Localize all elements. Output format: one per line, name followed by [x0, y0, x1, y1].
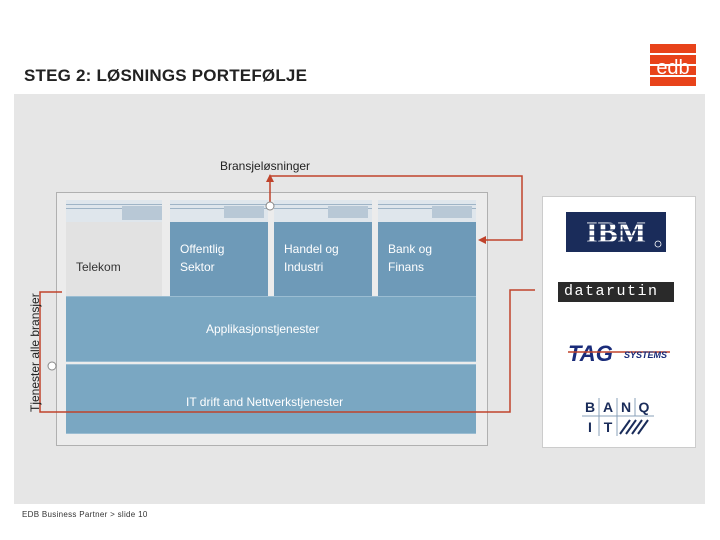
side-label: Tjenester alle bransjer: [28, 293, 42, 412]
datarutin-logo: datarutin: [558, 282, 674, 302]
bransje-label: Bransjeløsninger: [220, 159, 311, 173]
tag-logo-subtext: SYSTEMS: [624, 350, 667, 360]
column-label-offentlig-2: Sektor: [180, 260, 215, 274]
column-handel: Handel og Industri: [274, 200, 372, 296]
column-label-handel-2: Industri: [284, 260, 324, 274]
banq-letter-1: B: [585, 399, 595, 415]
banq-letter-3: N: [621, 399, 631, 415]
band-it-drift: IT drift and Nettverkstjenester: [66, 364, 476, 434]
column-label-offentlig-1: Offentlig: [180, 242, 225, 256]
ibm-logo-text: IBM: [586, 216, 646, 249]
page-title: STEG 2: LØSNINGS PORTEFØLJE: [24, 66, 308, 85]
band-label-it-drift: IT drift and Nettverkstjenester: [186, 395, 344, 409]
edb-logo: edb: [650, 44, 696, 88]
footer: EDB Business Partner > slide 10: [22, 510, 148, 519]
tag-logo-text: TAG: [568, 341, 613, 366]
banq-letter-4: Q: [639, 399, 650, 415]
ibm-logo: IBM: [566, 212, 666, 257]
tag-systems-logo: TAG SYSTEMS: [566, 340, 676, 371]
banq-letter-5: I: [588, 419, 592, 435]
column-label-bank-2: Finans: [388, 260, 425, 274]
datarutin-logo-text: datarutin: [564, 283, 659, 300]
banq-letter-6: T: [604, 419, 613, 435]
edb-logo-text: edb: [656, 57, 689, 79]
column-telekom: Telekom: [66, 200, 162, 296]
column-bank: Bank og Finans: [378, 200, 476, 296]
column-offentlig: Offentlig Sektor: [170, 200, 268, 296]
band-label-applikasjon: Applikasjonstjenester: [206, 322, 320, 336]
column-label-telekom: Telekom: [76, 260, 121, 274]
column-label-handel-1: Handel og: [284, 242, 339, 256]
band-applikasjon: Applikasjonstjenester: [66, 296, 476, 362]
banq-it-logo: B A N Q I T: [582, 398, 658, 441]
column-label-bank-1: Bank og: [388, 242, 433, 256]
banq-letter-2: A: [603, 399, 613, 415]
